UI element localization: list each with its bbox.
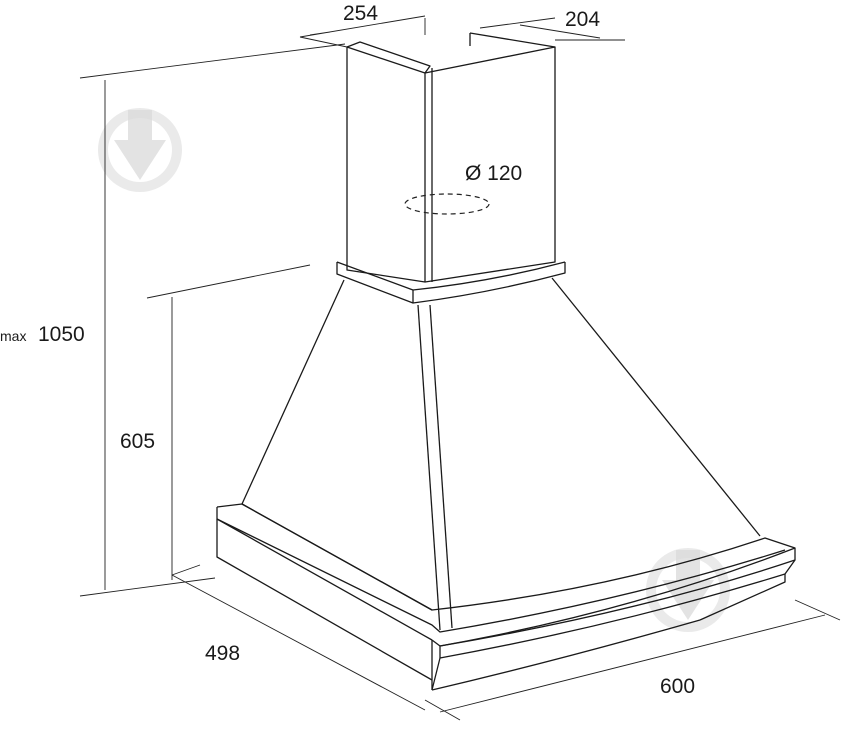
dimension-lines [79,15,841,721]
duct-cover [346,32,556,283]
dim-outlet-diameter: Ø 120 [465,162,522,185]
hood-bottom-frame [216,503,796,691]
dim-duct-depth: 204 [565,8,600,31]
outlet-opening [404,193,490,215]
dim-hood-height: 605 [120,430,155,453]
dim-hood-width: 600 [660,675,695,698]
watermark-logo-icon-left [98,108,182,192]
dim-max-label: max [0,328,26,344]
dim-hood-depth: 498 [205,642,240,665]
watermark-logo-icon-right [646,548,730,632]
dim-max-height: 1050 [38,323,85,346]
chimney-collar [336,261,566,304]
dim-duct-width: 254 [343,2,378,25]
